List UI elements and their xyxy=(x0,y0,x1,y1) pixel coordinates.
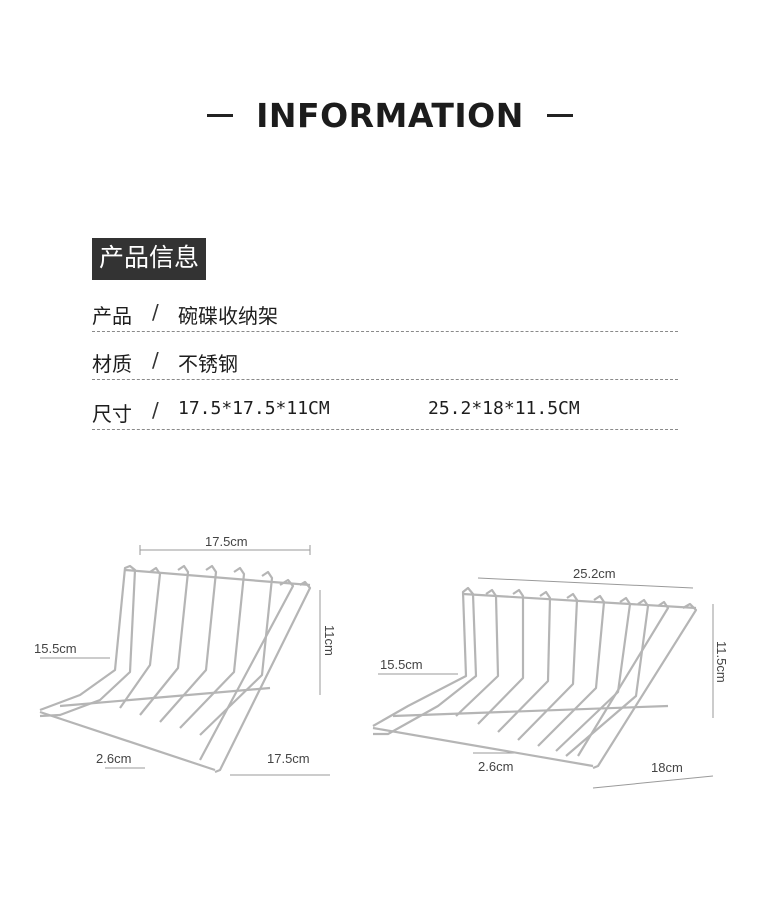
material-label: 材质 xyxy=(92,352,132,376)
size-row: 尺寸 / 17.5*17.5*11CM 25.2*18*11.5CM xyxy=(92,394,678,430)
material-row: 材质 / 不锈钢 xyxy=(92,344,678,380)
product-divider xyxy=(92,331,678,332)
material-divider xyxy=(92,379,678,380)
small-rack-figure: 17.5cm 11cm 15.5cm 2.6cm 17.5cm xyxy=(30,530,350,790)
small-depth-label: 17.5cm xyxy=(267,751,310,766)
small-side-label: 15.5cm xyxy=(34,641,77,656)
size-label: 尺寸 xyxy=(92,402,132,426)
large-rack-wires xyxy=(372,586,698,770)
large-rack-figure: 25.2cm 11.5cm 15.5cm 2.6cm 18cm xyxy=(368,556,738,806)
right-dash xyxy=(546,114,573,117)
small-rack-wires xyxy=(39,564,312,774)
material-separator: / xyxy=(152,348,159,372)
product-separator: / xyxy=(152,300,159,324)
product-label: 产品 xyxy=(92,304,132,328)
small-rack-drawing: 17.5cm 11cm 15.5cm 2.6cm 17.5cm xyxy=(34,534,337,776)
large-height-label: 11.5cm xyxy=(714,641,729,683)
size-separator: / xyxy=(152,398,159,422)
small-height-label: 11cm xyxy=(322,625,337,656)
product-row: 产品 / 碗碟收纳架 xyxy=(92,296,678,332)
small-spacing-label: 2.6cm xyxy=(96,751,131,766)
small-width-label: 17.5cm xyxy=(205,534,248,549)
product-info-badge: 产品信息 xyxy=(92,238,207,280)
large-width-label: 25.2cm xyxy=(573,566,616,581)
large-depth-dim-line xyxy=(592,775,714,789)
material-value: 不锈钢 xyxy=(178,352,238,376)
size-small-value: 17.5*17.5*11CM xyxy=(178,398,330,419)
information-title: INFORMATION xyxy=(256,96,524,135)
size-large-value: 25.2*18*11.5CM xyxy=(428,398,580,419)
large-side-label: 15.5cm xyxy=(380,657,423,672)
large-width-dim-line xyxy=(477,577,694,589)
size-divider xyxy=(92,429,678,430)
left-dash xyxy=(207,114,234,117)
product-value: 碗碟收纳架 xyxy=(178,304,278,328)
large-spacing-label: 2.6cm xyxy=(478,759,513,774)
information-header: INFORMATION xyxy=(0,96,780,135)
large-rack-drawing: 25.2cm 11.5cm 15.5cm 2.6cm 18cm xyxy=(372,566,729,789)
large-depth-label: 18cm xyxy=(651,760,683,775)
